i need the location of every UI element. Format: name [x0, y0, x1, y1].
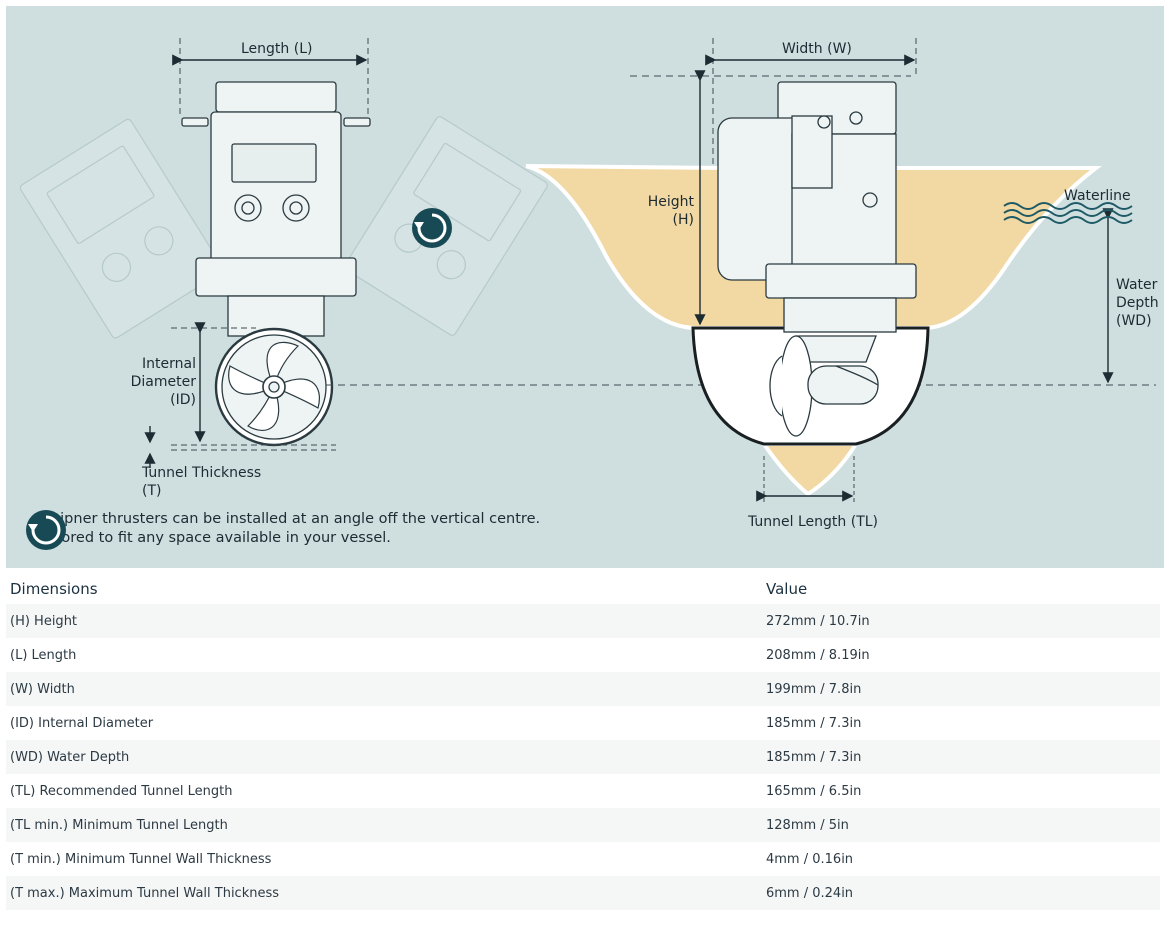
width-label: Width (W) — [782, 41, 852, 57]
value-cell: 272mm / 10.7in — [766, 613, 870, 629]
thruster-side-view — [717, 81, 917, 437]
right-dimension-lines — [630, 38, 1114, 502]
note-text: Sleipner thrusters can be installed at a… — [38, 510, 540, 548]
tunnel-length-label: Tunnel Length (TL) — [748, 514, 879, 530]
dimension-cell: (WD) Water Depth — [10, 749, 130, 765]
note-line1: Sleipner thrusters can be installed at a… — [38, 511, 541, 527]
value-cell: 6mm / 0.24in — [766, 885, 854, 901]
value-cell: 199mm / 7.8in — [766, 681, 862, 697]
rotate-icon — [26, 510, 66, 550]
table-row: (L) Length 208mm / 8.19in — [6, 638, 1160, 672]
column-header-dimensions: Dimensions — [10, 580, 98, 598]
height-label-line1: Height — [647, 194, 694, 210]
tunnel-thickness-label-line1: Tunnel Thickness — [142, 465, 262, 481]
value-cell: 185mm / 7.3in — [766, 749, 862, 765]
install-angle-note: Sleipner thrusters can be installed at a… — [26, 510, 540, 550]
table-row: (T min.) Minimum Tunnel Wall Thickness 4… — [6, 842, 1160, 876]
thruster-front-view — [181, 81, 371, 447]
dimension-cell: (T min.) Minimum Tunnel Wall Thickness — [10, 851, 272, 867]
dimension-cell: (ID) Internal Diameter — [10, 715, 154, 731]
rotate-icon — [412, 208, 452, 248]
diagram-drawing — [19, 38, 1156, 502]
value-cell: 128mm / 5in — [766, 817, 849, 833]
water-depth-label-line1: Water — [1116, 277, 1158, 293]
table-row: (ID) Internal Diameter 185mm / 7.3in — [6, 706, 1160, 740]
water-depth-label-line3: (WD) — [1116, 313, 1152, 329]
note-line2: Tailored to fit any space available in y… — [38, 530, 391, 546]
internal-diameter-label-line1: Internal — [142, 356, 196, 372]
water-depth-label-line2: Depth — [1116, 295, 1159, 311]
value-cell: 208mm / 8.19in — [766, 647, 870, 663]
dimension-cell: (TL min.) Minimum Tunnel Length — [10, 817, 228, 833]
value-cell: 165mm / 6.5in — [766, 783, 862, 799]
ghost-unit-left — [19, 118, 224, 339]
internal-diameter-label-line3: (ID) — [170, 392, 196, 408]
value-cell: 4mm / 0.16in — [766, 851, 854, 867]
tunnel-thickness-label: Tunnel Thickness (T) — [142, 464, 261, 500]
table-row: (WD) Water Depth 185mm / 7.3in — [6, 740, 1160, 774]
tunnel-thickness-label-line2: (T) — [142, 483, 162, 499]
internal-diameter-label-line2: Diameter — [130, 374, 196, 390]
value-cell: 185mm / 7.3in — [766, 715, 862, 731]
dimension-cell: (T max.) Maximum Tunnel Wall Thickness — [10, 885, 280, 901]
height-label: Height (H) — [642, 193, 694, 229]
table-row: (T max.) Maximum Tunnel Wall Thickness 6… — [6, 876, 1160, 910]
water-depth-label: Water Depth (WD) — [1116, 276, 1159, 330]
table-row: (TL min.) Minimum Tunnel Length 128mm / … — [6, 808, 1160, 842]
waterline-label: Waterline — [1064, 188, 1131, 204]
column-header-value: Value — [766, 580, 808, 598]
table-row: (TL) Recommended Tunnel Length 165mm / 6… — [6, 774, 1160, 808]
dimensions-table: Dimensions Value (H) Height 272mm / 10.7… — [6, 574, 1160, 910]
dimension-cell: (H) Height — [10, 613, 78, 629]
table-row: (W) Width 199mm / 7.8in — [6, 672, 1160, 706]
dimension-cell: (W) Width — [10, 681, 75, 697]
waterline-waves — [1003, 202, 1133, 224]
dimension-cell: (TL) Recommended Tunnel Length — [10, 783, 233, 799]
height-label-line2: (H) — [672, 212, 694, 228]
dimension-cell: (L) Length — [10, 647, 77, 663]
table-header: Dimensions Value — [6, 574, 1160, 604]
table-row: (H) Height 272mm / 10.7in — [6, 604, 1160, 638]
length-label: Length (L) — [241, 41, 313, 57]
internal-diameter-label: Internal Diameter (ID) — [116, 355, 196, 409]
thruster-dimension-diagram: Length (L) Width (W) Height (H) Waterlin… — [6, 6, 1164, 568]
